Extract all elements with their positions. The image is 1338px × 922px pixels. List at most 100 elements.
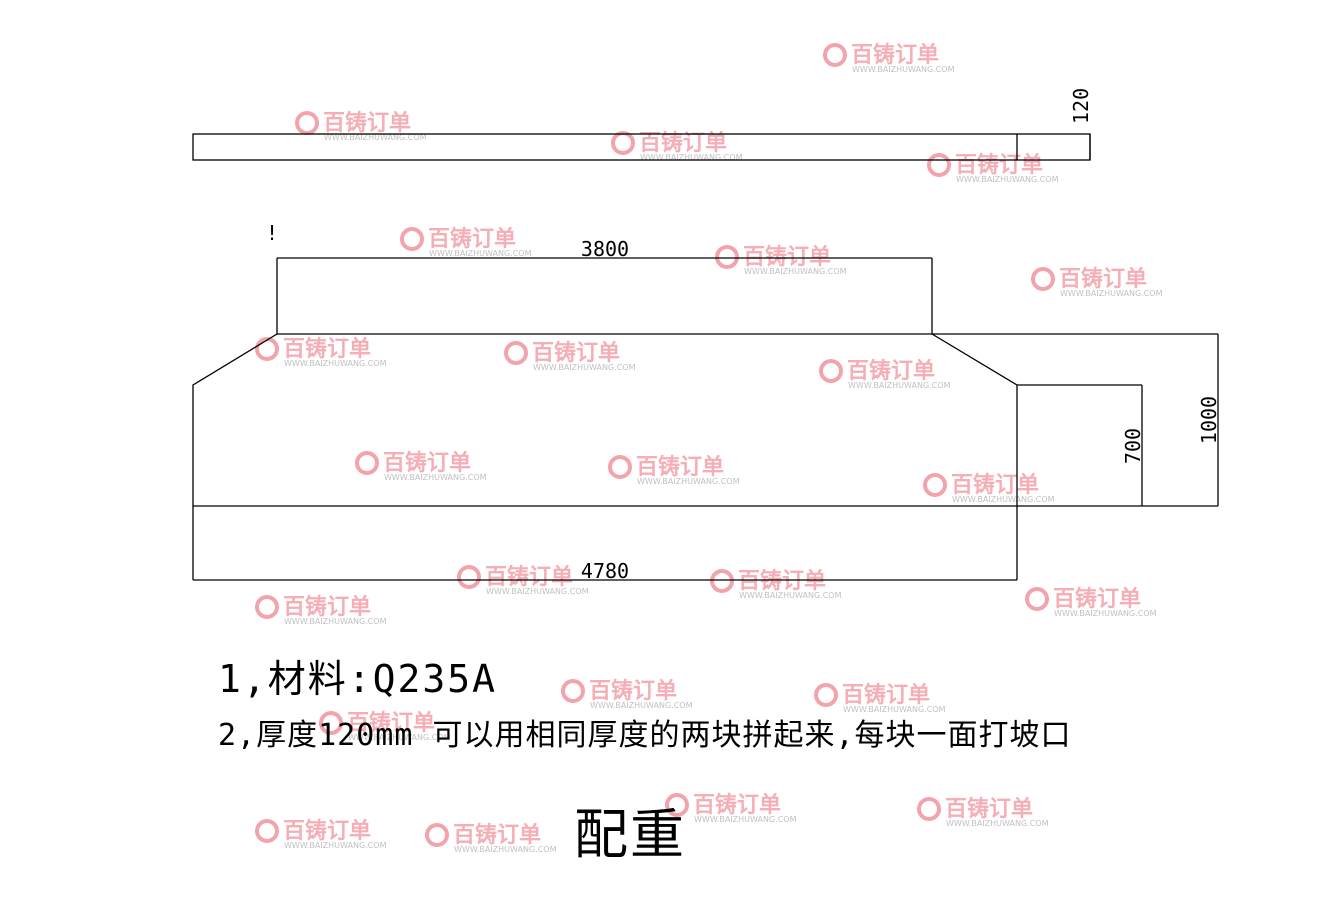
- watermark-brand: 百铸订单: [738, 568, 826, 594]
- bottom-width-dimension-label: 4780: [581, 559, 629, 583]
- watermark-logo-icon: [255, 337, 279, 361]
- watermark-url: WWW.BAIZHUWANG.COM: [640, 153, 743, 162]
- thickness-dimension-label: 120: [1069, 88, 1093, 124]
- watermark-url: WWW.BAIZHUWANG.COM: [1060, 289, 1163, 298]
- watermark-brand: 百铸订单: [323, 110, 411, 136]
- plate-side-view: 120: [192, 88, 1093, 161]
- watermark-url: WWW.BAIZHUWANG.COM: [694, 815, 797, 824]
- watermark-logo-icon: [355, 451, 379, 475]
- watermark-url: WWW.BAIZHUWANG.COM: [744, 267, 847, 276]
- watermark-url: WWW.BAIZHUWANG.COM: [952, 495, 1055, 504]
- watermark-url: WWW.BAIZHUWANG.COM: [848, 381, 951, 390]
- watermark-logo-icon: [319, 711, 343, 735]
- watermark-logo-icon: [923, 473, 947, 497]
- watermark-logo-icon: [814, 683, 838, 707]
- counterweight-outline: [192, 333, 1018, 580]
- watermark-url: WWW.BAIZHUWANG.COM: [533, 363, 636, 372]
- watermark-url: WWW.BAIZHUWANG.COM: [1054, 609, 1157, 618]
- watermark-url: WWW.BAIZHUWANG.COM: [486, 587, 589, 596]
- watermark-brand: 百铸订单: [532, 340, 620, 366]
- watermark-brand: 百铸订单: [693, 792, 781, 818]
- watermark-url: WWW.BAIZHUWANG.COM: [739, 591, 842, 600]
- top-width-dimension-label: 3800: [581, 237, 629, 261]
- drawing-title: 配重: [574, 803, 686, 866]
- watermark-logo-icon: [561, 679, 585, 703]
- watermark-brand: 百铸订单: [842, 682, 930, 708]
- watermark-logo-icon: [710, 569, 734, 593]
- watermark-brand: 百铸订单: [589, 678, 677, 704]
- watermark-brand: 百铸订单: [1053, 586, 1141, 612]
- watermark-brand: 百铸订单: [955, 152, 1043, 178]
- watermark-url: WWW.BAIZHUWANG.COM: [284, 359, 387, 368]
- watermark-url: WWW.BAIZHUWANG.COM: [843, 705, 946, 714]
- watermark-url: WWW.BAIZHUWANG.COM: [946, 819, 1049, 828]
- watermark-logo-icon: [1025, 587, 1049, 611]
- watermark-url: WWW.BAIZHUWANG.COM: [956, 175, 1059, 184]
- watermark-logo-icon: [400, 227, 424, 251]
- watermark-brand: 百铸订单: [1059, 266, 1147, 292]
- watermark-url: WWW.BAIZHUWANG.COM: [852, 65, 955, 74]
- watermark-brand: 百铸订单: [428, 226, 516, 252]
- watermark-logo-icon: [255, 595, 279, 619]
- watermark-logo-icon: [823, 43, 847, 67]
- watermark-brand: 百铸订单: [743, 244, 831, 270]
- watermark-logo-icon: [425, 823, 449, 847]
- watermark-url: WWW.BAIZHUWANG.COM: [454, 845, 557, 854]
- watermark-brand: 百铸订单: [485, 564, 573, 590]
- counterweight-front-view: 3800 4780 700 1000: [192, 237, 1221, 583]
- watermark-url: WWW.BAIZHUWANG.COM: [637, 477, 740, 486]
- watermark-brand: 百铸订单: [851, 42, 939, 68]
- side-height-dimension-label: 700: [1121, 428, 1145, 464]
- watermark-url: WWW.BAIZHUWANG.COM: [384, 473, 487, 482]
- watermark-brand: 百铸订单: [951, 472, 1039, 498]
- watermark-logo-icon: [715, 245, 739, 269]
- watermark-brand: 百铸订单: [283, 336, 371, 362]
- watermark-brand: 百铸订单: [847, 358, 935, 384]
- watermark-url: WWW.BAIZHUWANG.COM: [324, 133, 427, 142]
- watermark-logo-icon: [1031, 267, 1055, 291]
- watermark-brand: 百铸订单: [383, 450, 471, 476]
- watermark-brand: 百铸订单: [347, 710, 435, 736]
- material-note: 1,材料:Q235A: [218, 657, 498, 701]
- watermark-logo-icon: [665, 793, 689, 817]
- thickness-note: 2,厚度120mm 可以用相同厚度的两块拼起来,每块一面打坡口: [218, 718, 1072, 753]
- watermark-logo-icon: [457, 565, 481, 589]
- watermark-brand: 百铸订单: [636, 454, 724, 480]
- watermark-logo-icon: [504, 341, 528, 365]
- watermark-logo-icon: [608, 455, 632, 479]
- watermark-url: WWW.BAIZHUWANG.COM: [429, 249, 532, 258]
- watermark-brand: 百铸订单: [945, 796, 1033, 822]
- watermark-logo-icon: [255, 819, 279, 843]
- watermark-logo-icon: [611, 131, 635, 155]
- total-height-dimension-label: 1000: [1197, 396, 1221, 444]
- watermark-url: WWW.BAIZHUWANG.COM: [348, 733, 451, 742]
- watermark-logo-icon: [927, 153, 951, 177]
- watermark-brand: 百铸订单: [283, 594, 371, 620]
- watermark-url: WWW.BAIZHUWANG.COM: [590, 701, 693, 710]
- watermark-logo-icon: [819, 359, 843, 383]
- watermark-url: WWW.BAIZHUWANG.COM: [284, 841, 387, 850]
